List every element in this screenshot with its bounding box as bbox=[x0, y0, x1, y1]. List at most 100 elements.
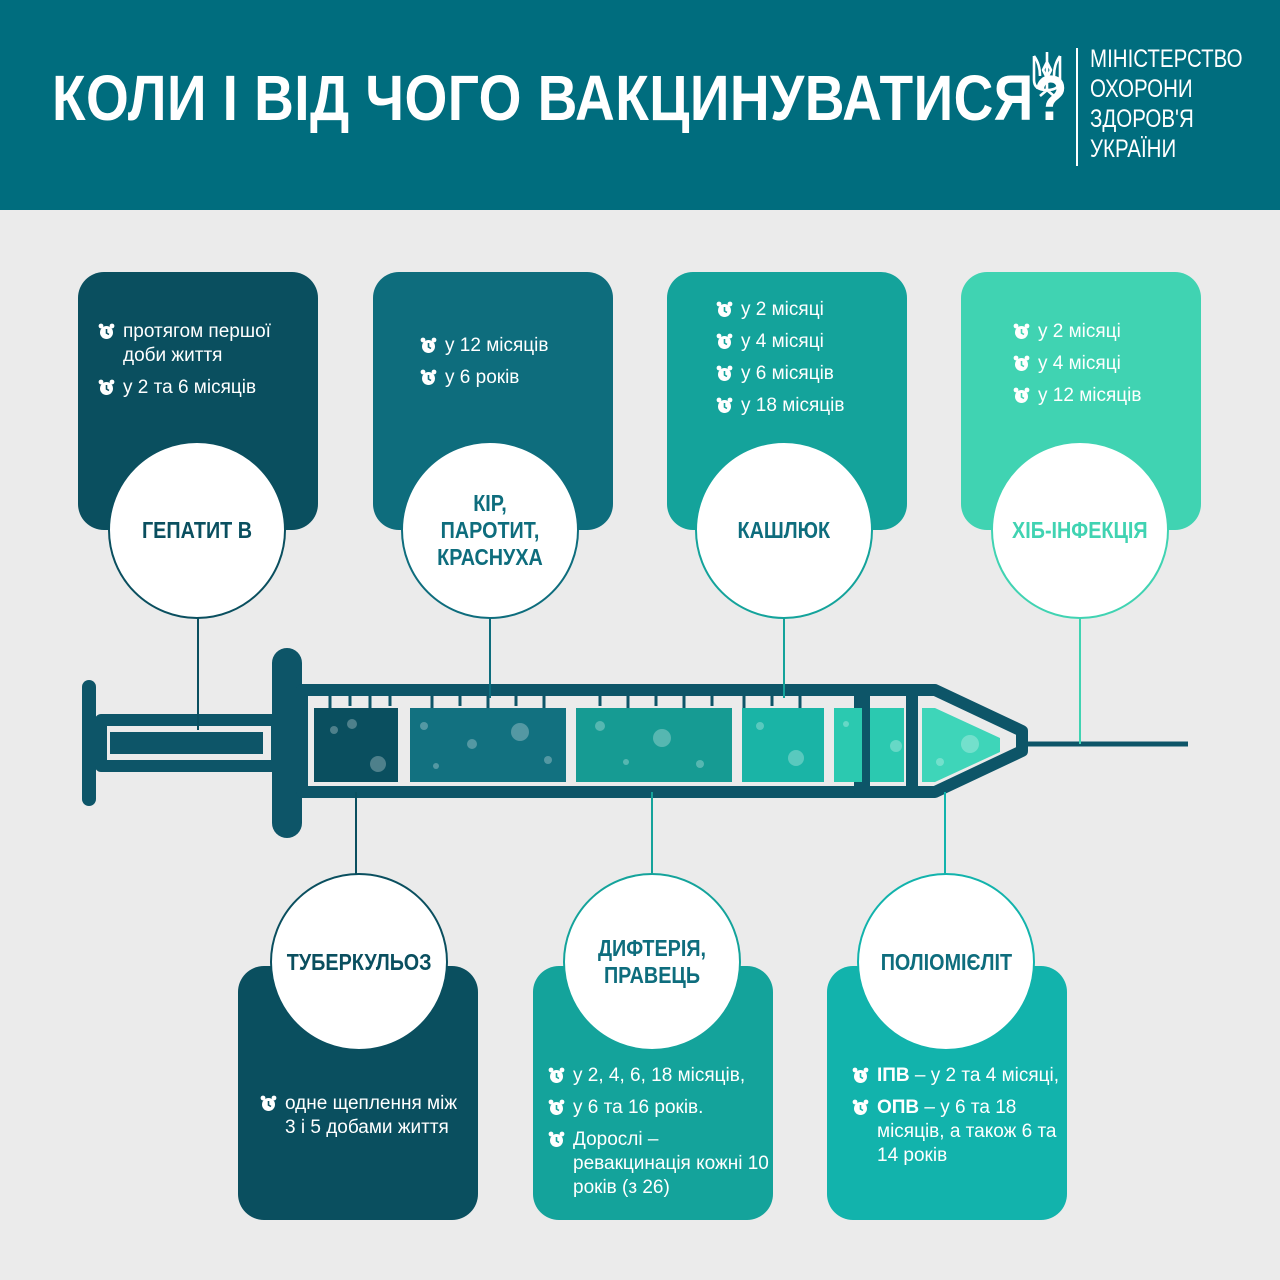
syringe-tip bbox=[912, 684, 1028, 798]
schedule-text: ІПВ – у 2 та 4 місяці, bbox=[877, 1064, 1059, 1088]
alarm-clock-icon bbox=[852, 1099, 869, 1115]
ministry-line: МІНІСТЕРСТВО bbox=[1090, 45, 1243, 73]
disease-circle-hepatitis-b: ГЕПАТИТ В bbox=[108, 441, 286, 619]
schedule-item: протягом першої доби життя bbox=[98, 320, 308, 368]
alarm-clock-icon bbox=[852, 1067, 869, 1083]
schedule-item: у 4 місяці bbox=[716, 330, 906, 354]
alarm-clock-icon bbox=[1013, 387, 1030, 403]
schedule-tuberculosis: одне щеплення між 3 і 5 добами життя bbox=[260, 1092, 460, 1148]
ministry-line: УКРАЇНИ bbox=[1090, 135, 1177, 163]
schedule-item: у 4 місяці bbox=[1013, 352, 1193, 376]
liquid-segment bbox=[870, 708, 904, 782]
schedule-polio: ІПВ – у 2 та 4 місяці, ОПВ – у 6 та 18 м… bbox=[852, 1064, 1064, 1176]
disease-name: КІР, ПАРОТИТ, КРАСНУХА bbox=[437, 489, 543, 570]
disease-circle-pertussis: КАШЛЮК bbox=[695, 441, 873, 619]
schedule-text: ОПВ – у 6 та 18 місяців, а також 6 та 14… bbox=[877, 1096, 1064, 1168]
plunger-thumb bbox=[82, 680, 96, 806]
ministry-line: ЗДОРОВ'Я bbox=[1090, 105, 1194, 133]
schedule-text: у 4 місяці bbox=[1038, 353, 1121, 374]
schedule-text: у 6 років bbox=[445, 367, 520, 388]
schedule-text: у 4 місяці bbox=[741, 331, 824, 352]
disease-name: КАШЛЮК bbox=[737, 516, 831, 543]
connector-line bbox=[651, 792, 653, 880]
schedule-item: у 2 місяці bbox=[716, 298, 906, 322]
schedule-item: одне щеплення між 3 і 5 добами життя bbox=[260, 1092, 460, 1140]
schedule-measles: у 12 місяців у 6 років bbox=[420, 334, 610, 398]
ministry-divider bbox=[1076, 48, 1078, 166]
alarm-clock-icon bbox=[716, 333, 733, 349]
vaccine-abbr: ІПВ bbox=[877, 1065, 910, 1086]
header-banner: КОЛИ І ВІД ЧОГО ВАКЦИНУВАТИСЯ? МІНІСТЕРС… bbox=[0, 0, 1280, 210]
connector-line bbox=[944, 792, 946, 880]
schedule-item: у 18 місяців bbox=[716, 394, 906, 418]
vaccine-abbr: ОПВ bbox=[877, 1097, 920, 1118]
alarm-clock-icon bbox=[98, 323, 115, 339]
connector-line bbox=[489, 618, 491, 698]
schedule-item: у 2, 4, 6, 18 місяців, bbox=[548, 1064, 770, 1088]
schedule-text: у 6 місяців bbox=[741, 363, 834, 384]
disease-circle-measles: КІР, ПАРОТИТ, КРАСНУХА bbox=[401, 441, 579, 619]
schedule-item: у 6 місяців bbox=[716, 362, 906, 386]
liquid-segment bbox=[314, 708, 398, 782]
disease-name: ДИФТЕРІЯ, ПРАВЕЦЬ bbox=[597, 935, 707, 988]
connector-line bbox=[783, 618, 785, 698]
alarm-clock-icon bbox=[716, 365, 733, 381]
schedule-text: протягом першої доби життя bbox=[123, 321, 271, 366]
schedule-text: у 18 місяців bbox=[741, 395, 845, 416]
alarm-clock-icon bbox=[420, 337, 437, 353]
schedule-text: у 12 місяців bbox=[445, 335, 549, 356]
disease-circle-tuberculosis: ТУБЕРКУЛЬОЗ bbox=[270, 873, 448, 1051]
liquid-segment bbox=[742, 708, 824, 782]
liquid-segment bbox=[922, 708, 1000, 782]
schedule-item: у 2 та 6 місяців bbox=[98, 376, 308, 400]
connector-line bbox=[197, 618, 199, 730]
schedule-hepatitis-b: протягом першої доби життя у 2 та 6 міся… bbox=[98, 320, 308, 408]
schedule-text: у 2 та 6 місяців bbox=[123, 377, 257, 398]
ministry-name: МІНІСТЕРСТВО ОХОРОНИ ЗДОРОВ'Я УКРАЇНИ bbox=[1090, 44, 1243, 164]
alarm-clock-icon bbox=[716, 397, 733, 413]
schedule-text: у 6 та 16 років. bbox=[573, 1097, 704, 1118]
ministry-line: ОХОРОНИ bbox=[1090, 75, 1193, 103]
connector-line bbox=[1079, 618, 1081, 744]
alarm-clock-icon bbox=[548, 1131, 565, 1147]
liquid-segment bbox=[834, 708, 862, 782]
page-title: КОЛИ І ВІД ЧОГО ВАКЦИНУВАТИСЯ? bbox=[52, 62, 1068, 134]
vaccine-schedule: – у 2 та 4 місяці, bbox=[909, 1065, 1060, 1086]
schedule-item: у 6 та 16 років. bbox=[548, 1096, 770, 1120]
liquid-segment bbox=[576, 708, 732, 782]
alarm-clock-icon bbox=[548, 1099, 565, 1115]
schedule-text: у 2 місяці bbox=[1038, 321, 1121, 342]
schedule-item: у 6 років bbox=[420, 366, 610, 390]
schedule-item: Дорослі – ревакцинація кожні 10 років (з… bbox=[548, 1128, 770, 1200]
alarm-clock-icon bbox=[260, 1095, 277, 1111]
schedule-text: Дорослі – ревакцинація кожні 10 років (з… bbox=[573, 1129, 769, 1198]
schedule-item: ІПВ – у 2 та 4 місяці, bbox=[852, 1064, 1064, 1088]
barrel-flange bbox=[272, 648, 302, 838]
disease-circle-hib: ХІБ-ІНФЕКЦІЯ bbox=[991, 441, 1169, 619]
alarm-clock-icon bbox=[716, 301, 733, 317]
trident-icon bbox=[1032, 52, 1062, 97]
alarm-clock-icon bbox=[1013, 323, 1030, 339]
disease-name: ХІБ-ІНФЕКЦІЯ bbox=[1012, 516, 1148, 543]
disease-name: ТУБЕРКУЛЬОЗ bbox=[286, 948, 432, 975]
disease-circle-polio: ПОЛІОМІЄЛІТ bbox=[857, 873, 1035, 1051]
alarm-clock-icon bbox=[420, 369, 437, 385]
disease-circle-diphtheria: ДИФТЕРІЯ, ПРАВЕЦЬ bbox=[563, 873, 741, 1051]
disease-name: ПОЛІОМІЄЛІТ bbox=[880, 948, 1012, 975]
schedule-item: у 2 місяці bbox=[1013, 320, 1193, 344]
schedule-text: одне щеплення між 3 і 5 добами життя bbox=[285, 1093, 458, 1138]
schedule-item: ОПВ – у 6 та 18 місяців, а також 6 та 14… bbox=[852, 1096, 1064, 1168]
alarm-clock-icon bbox=[98, 379, 115, 395]
disease-name: ГЕПАТИТ В bbox=[141, 516, 253, 543]
schedule-hib: у 2 місяці у 4 місяці у 12 місяців bbox=[1013, 320, 1193, 416]
alarm-clock-icon bbox=[1013, 355, 1030, 371]
connector-line bbox=[355, 792, 357, 880]
schedule-text: у 2 місяці bbox=[741, 299, 824, 320]
alarm-clock-icon bbox=[548, 1067, 565, 1083]
schedule-text: у 12 місяців bbox=[1038, 385, 1142, 406]
schedule-item: у 12 місяців bbox=[420, 334, 610, 358]
ministry-logo: МІНІСТЕРСТВО ОХОРОНИ ЗДОРОВ'Я УКРАЇНИ bbox=[1030, 44, 1260, 174]
schedule-diphtheria: у 2, 4, 6, 18 місяців, у 6 та 16 років. … bbox=[548, 1064, 770, 1208]
schedule-item: у 12 місяців bbox=[1013, 384, 1193, 408]
